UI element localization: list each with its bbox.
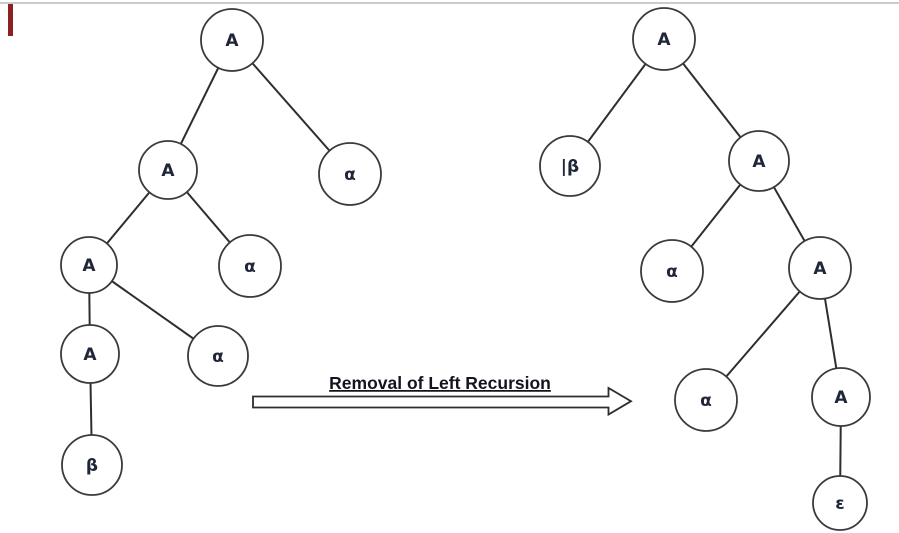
left-tree-node-label: α <box>244 257 256 277</box>
right-tree-node-circle <box>812 475 868 531</box>
red-annotation-mark <box>8 4 13 36</box>
right-tree-node-circle <box>811 367 871 427</box>
right-tree-node-label: A <box>834 388 848 408</box>
left-tree-node-circle <box>187 325 249 387</box>
right-tree-node-circle <box>674 368 738 432</box>
right-tree-node-label: α <box>700 391 712 411</box>
left-tree-node-circle <box>318 142 382 206</box>
right-tree-node-label: A <box>657 30 671 50</box>
right-tree-node-circle <box>640 239 704 303</box>
left-tree-node-label: A <box>161 161 175 181</box>
arrow-caption: Removal of Left Recursion <box>329 373 551 393</box>
left-tree-node-label: β <box>86 456 98 476</box>
left-tree-node-label: A <box>225 31 239 51</box>
transformation-arrow: Removal of Left Recursion <box>252 373 633 417</box>
left-tree-node-circle <box>200 8 264 72</box>
left-tree-node-label: α <box>212 347 224 367</box>
left-tree-node-label: α <box>344 165 356 185</box>
right-tree-node-circle <box>728 130 790 192</box>
right-tree-node-label: |β <box>561 157 579 177</box>
right-tree-node-label: ε <box>835 494 844 514</box>
left-tree-node-circle <box>61 434 123 496</box>
right-tree-node-circle <box>632 7 696 71</box>
left-tree-node-label: A <box>82 256 96 276</box>
left-tree-node-circle <box>138 140 198 200</box>
right-tree-node-label: A <box>813 259 827 279</box>
left-tree-node-circle <box>60 324 120 384</box>
right-tree-node-circle <box>788 236 852 300</box>
right-tree-node-label: A <box>752 152 766 172</box>
left-tree-node-label: A <box>83 345 97 365</box>
left-tree-node-circle <box>60 236 118 294</box>
left-tree-node-circle <box>218 234 282 298</box>
right-tree-node-circle <box>539 135 601 197</box>
top-border-line <box>0 2 899 4</box>
right-tree-node-label: α <box>666 262 678 282</box>
right-arrow-icon <box>252 386 633 417</box>
